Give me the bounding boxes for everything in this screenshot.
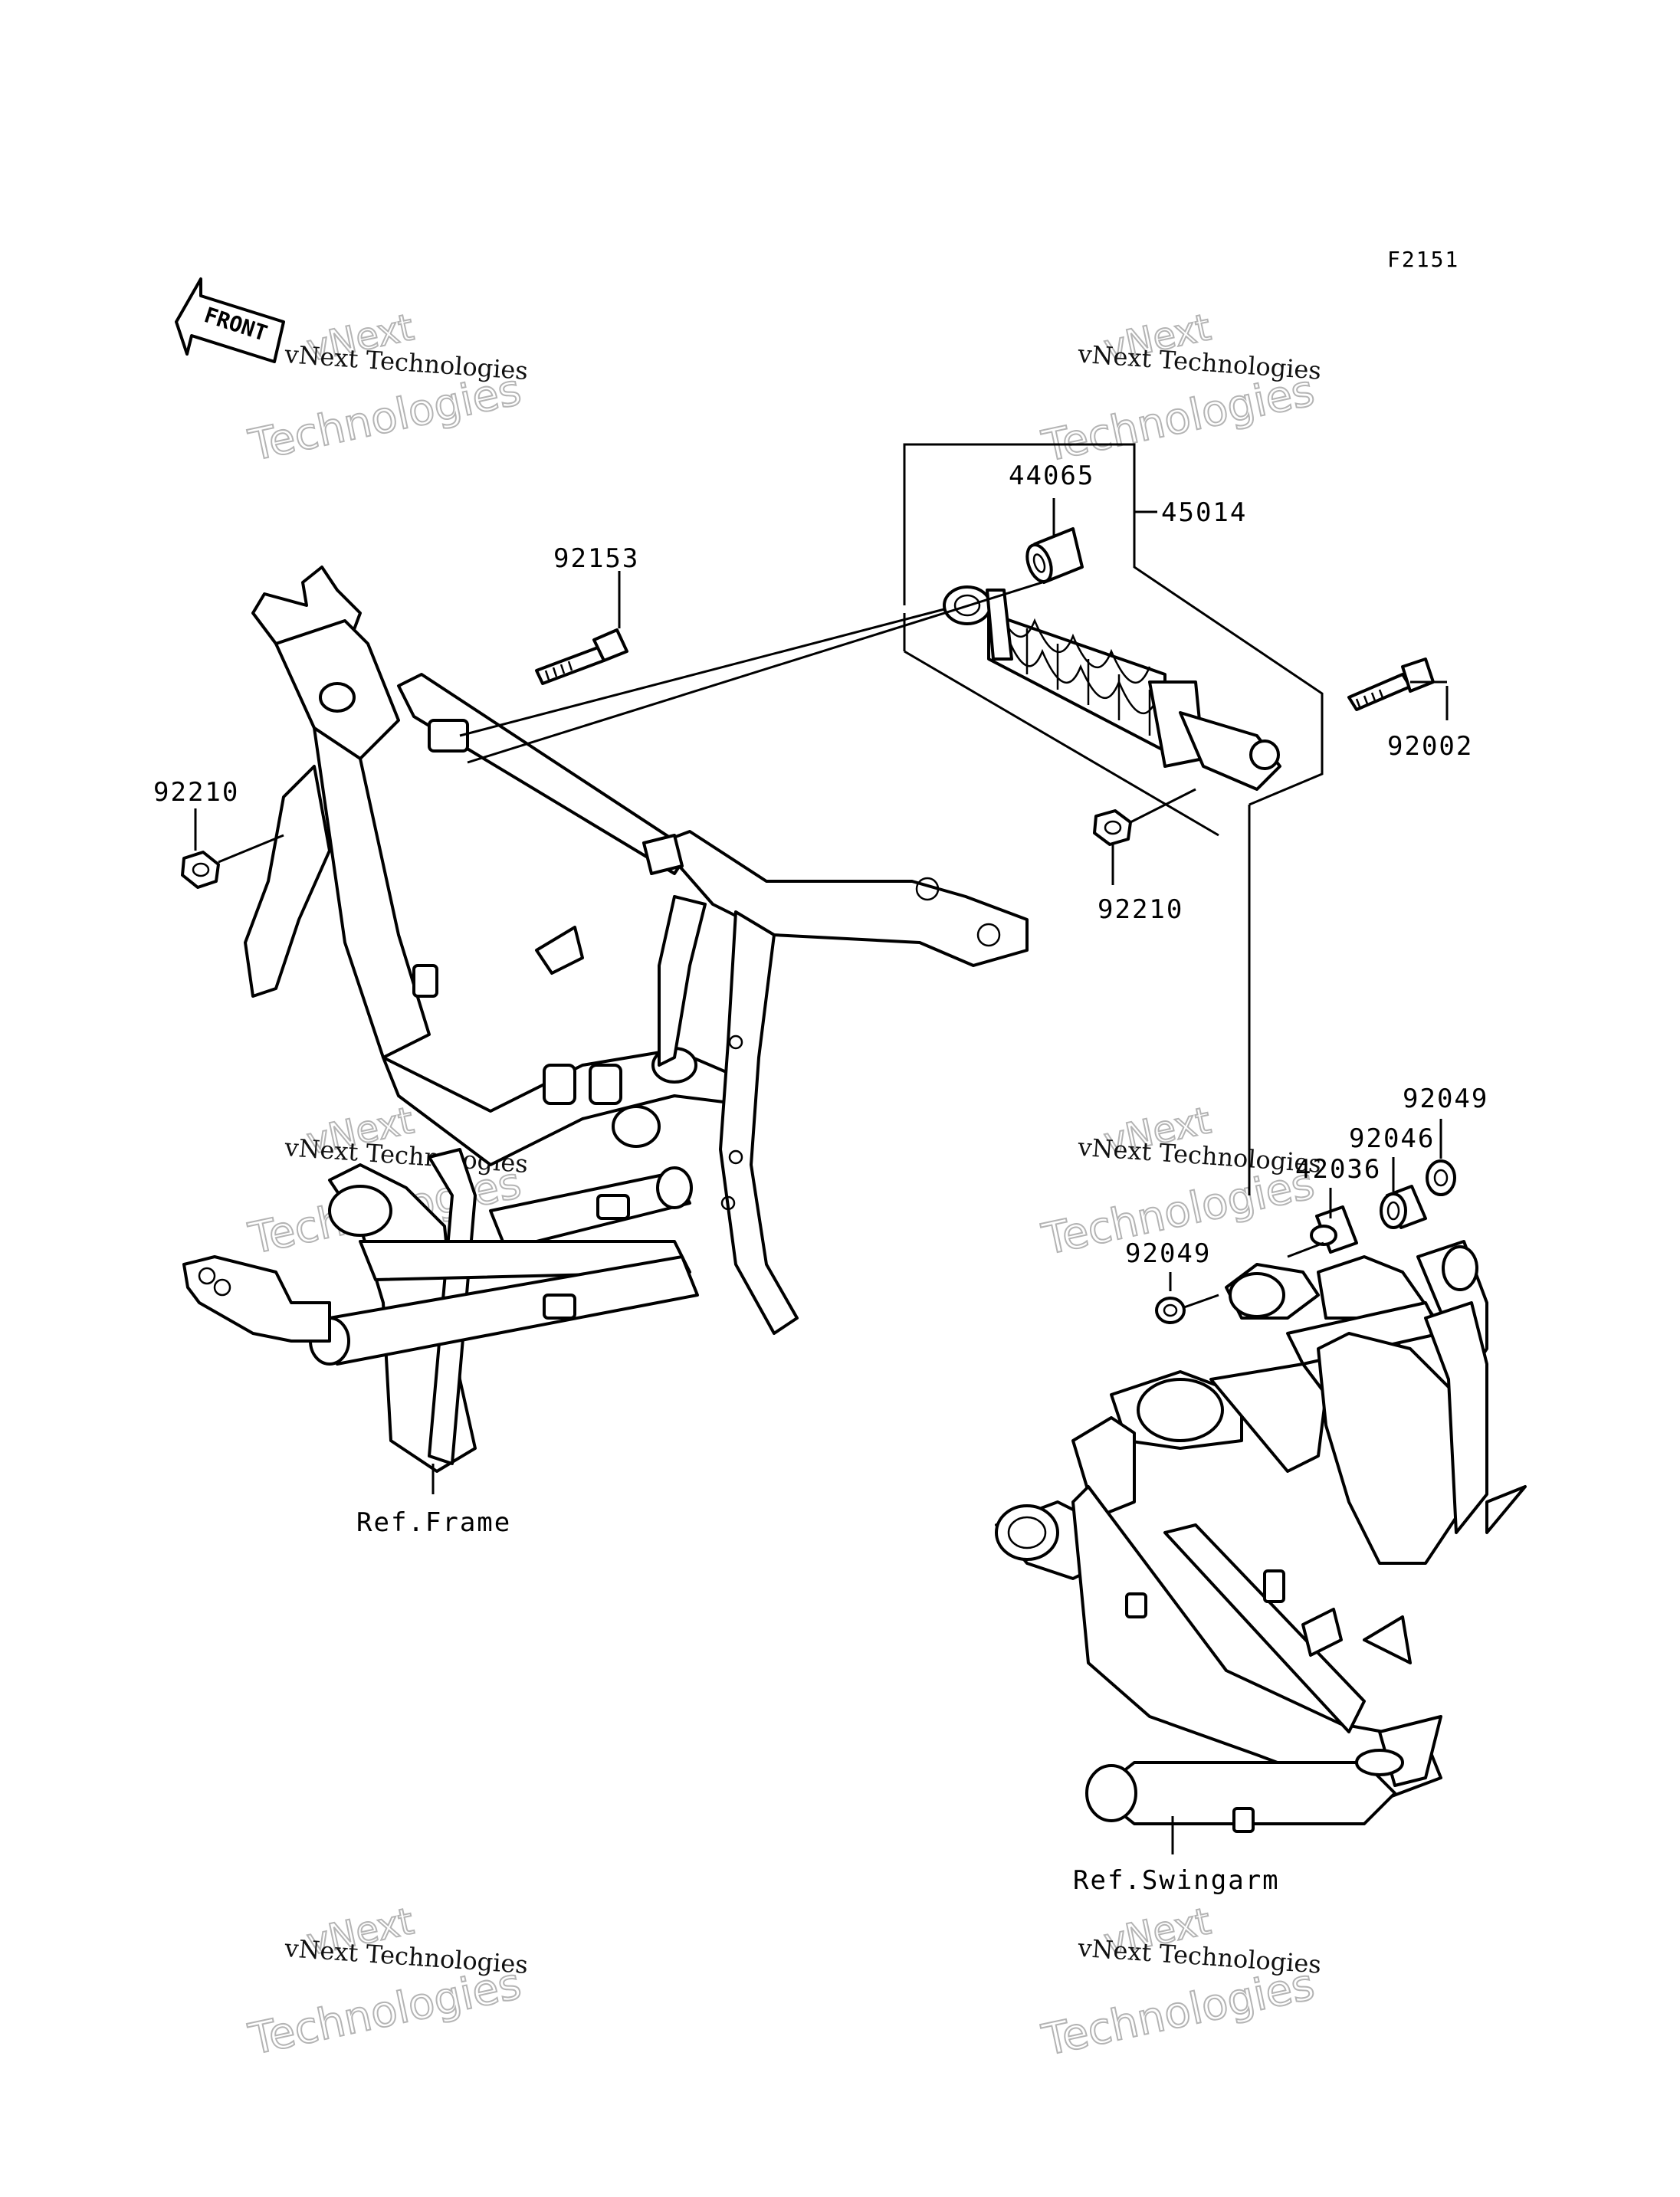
washer-92049-left-illustration — [1155, 1297, 1186, 1324]
frame-illustration — [182, 566, 1029, 1473]
callout-44065: 44065 — [1009, 461, 1094, 491]
watermark-bottom-right: vNext Technologies vNext Technologies — [1037, 1899, 1322, 2067]
bearing-92046-illustration — [1380, 1185, 1427, 1229]
callout-92210-right: 92210 — [1098, 894, 1183, 925]
swingarm-illustration — [995, 1240, 1527, 1833]
leader-lines — [194, 498, 1449, 1854]
sleeve-42036-illustration — [1310, 1205, 1358, 1254]
callout-92002: 92002 — [1387, 731, 1473, 762]
nut-92210-left-illustration — [181, 851, 220, 889]
callout-92153: 92153 — [553, 543, 639, 574]
callout-92046: 92046 — [1349, 1123, 1435, 1154]
callout-45014: 45014 — [1161, 497, 1247, 528]
callout-92049-left: 92049 — [1125, 1238, 1211, 1269]
bolt-92153-illustration — [535, 628, 628, 685]
ref-frame-label: Ref.Frame — [356, 1507, 511, 1538]
ref-swingarm-label: Ref.Swingarm — [1073, 1865, 1280, 1896]
washer-92049-top-illustration — [1426, 1159, 1456, 1196]
callout-42036: 42036 — [1295, 1154, 1381, 1185]
figure-code: F2151 — [1387, 247, 1459, 272]
shock-absorber-illustration — [903, 443, 1435, 846]
watermark-top-right: vNext Technologies vNext Technologies — [1037, 305, 1322, 473]
callout-92210-left: 92210 — [153, 777, 239, 808]
watermark-bottom-left: vNext Technologies vNext Technologies — [244, 1899, 529, 2066]
callout-92049-top: 92049 — [1403, 1084, 1488, 1114]
front-arrow-icon: FRONT — [175, 277, 285, 363]
watermark-top-left: vNext Technologies vNext Technologies — [244, 305, 529, 472]
